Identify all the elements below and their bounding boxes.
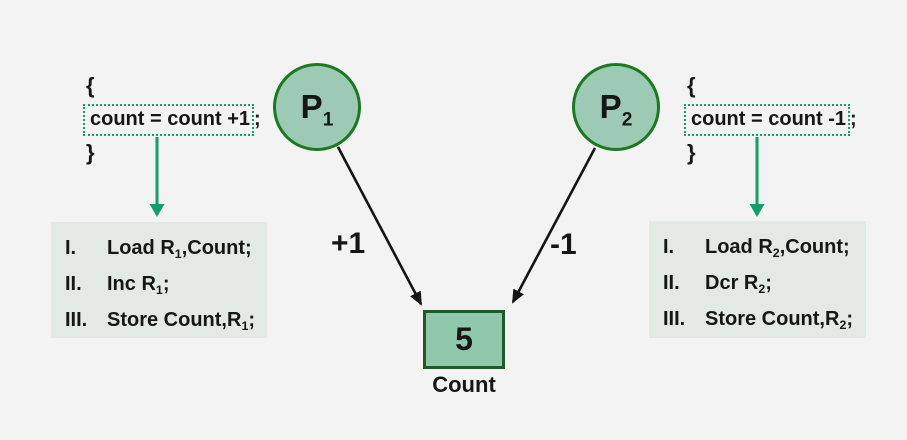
right-code-close-brace: } (687, 140, 696, 165)
left-statement-semicolon: ; (254, 108, 261, 130)
instruction-item: III. Store Count,R2; (663, 301, 866, 337)
left-code-close-brace: } (86, 140, 95, 165)
arrow-p1-to-count (336, 146, 423, 306)
instruction-text: Inc R1; (107, 273, 170, 297)
right-code-statement: count = count -1; (684, 104, 857, 136)
left-code-statement: count = count +1; (83, 104, 261, 136)
instruction-text: Load R1,Count; (107, 237, 252, 261)
process-p1-label: P1 (300, 88, 334, 131)
right-code-open-brace: { (687, 73, 696, 98)
instruction-item: II. Inc R1; (65, 266, 267, 302)
right-highlighted-statement: count = count -1 (684, 104, 850, 136)
left-code-open-brace: { (86, 73, 95, 98)
right-instruction-panel: I. Load R2,Count; II. Dcr R2; III. Store… (649, 221, 866, 338)
count-value: 5 (455, 321, 473, 357)
process-node-p1: P1 (273, 63, 361, 151)
instruction-item: I. Load R1,Count; (65, 230, 267, 266)
arrow-p2-to-count (511, 147, 597, 304)
instruction-text: Store Count,R2; (705, 308, 854, 332)
instruction-item: III. Store Count,R1; (65, 302, 267, 338)
instruction-text: Store Count,R1; (107, 309, 256, 333)
instruction-text: Dcr R2; (705, 272, 772, 296)
instruction-item: I. Load R2,Count; (663, 229, 866, 265)
count-value-box: 5 (423, 310, 505, 369)
left-highlighted-statement: count = count +1 (83, 104, 255, 136)
edge-label-plus-one: +1 (331, 227, 366, 260)
instruction-item: II. Dcr R2; (663, 265, 866, 301)
left-instruction-panel: I. Load R1,Count; II. Inc R1; III. Store… (51, 222, 267, 338)
instruction-text: Load R2,Count; (705, 236, 850, 260)
count-caption: Count (432, 372, 496, 397)
edge-label-minus-one: -1 (550, 228, 577, 261)
process-node-p2: P2 (572, 63, 660, 151)
right-statement-semicolon: ; (850, 108, 857, 130)
process-p2-label: P2 (599, 88, 633, 131)
